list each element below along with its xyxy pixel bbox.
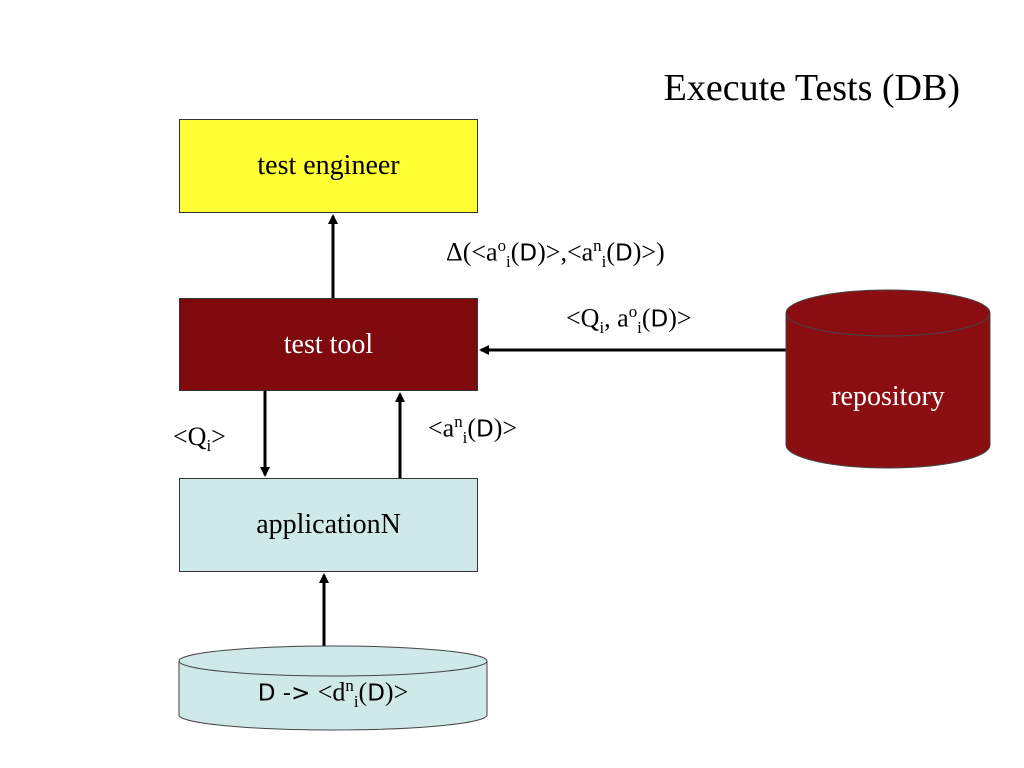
test-engineer-label: test engineer (257, 150, 400, 181)
repository-cylinder (785, 289, 991, 469)
database-cylinder (178, 645, 488, 731)
test-tool-label: test tool (283, 328, 374, 360)
application-node: applicationN (179, 478, 478, 572)
application-label: applicationN (256, 509, 401, 540)
database-label: D -> <dni(D)> (257, 676, 409, 711)
repository-label: repository (831, 381, 945, 412)
slide-title: Execute Tests (DB) (663, 67, 960, 109)
query-label: <Qi> (173, 422, 226, 456)
delta-label: Δ(<aoi(D)>,<ani(D)>) (446, 236, 665, 271)
test-tool-node: test tool (179, 298, 478, 391)
answer-label: <ani(D)> (428, 412, 518, 447)
test-engineer-node: test engineer (179, 119, 478, 213)
repository-edge-label: <Qi, aoi(D)> (566, 302, 692, 337)
